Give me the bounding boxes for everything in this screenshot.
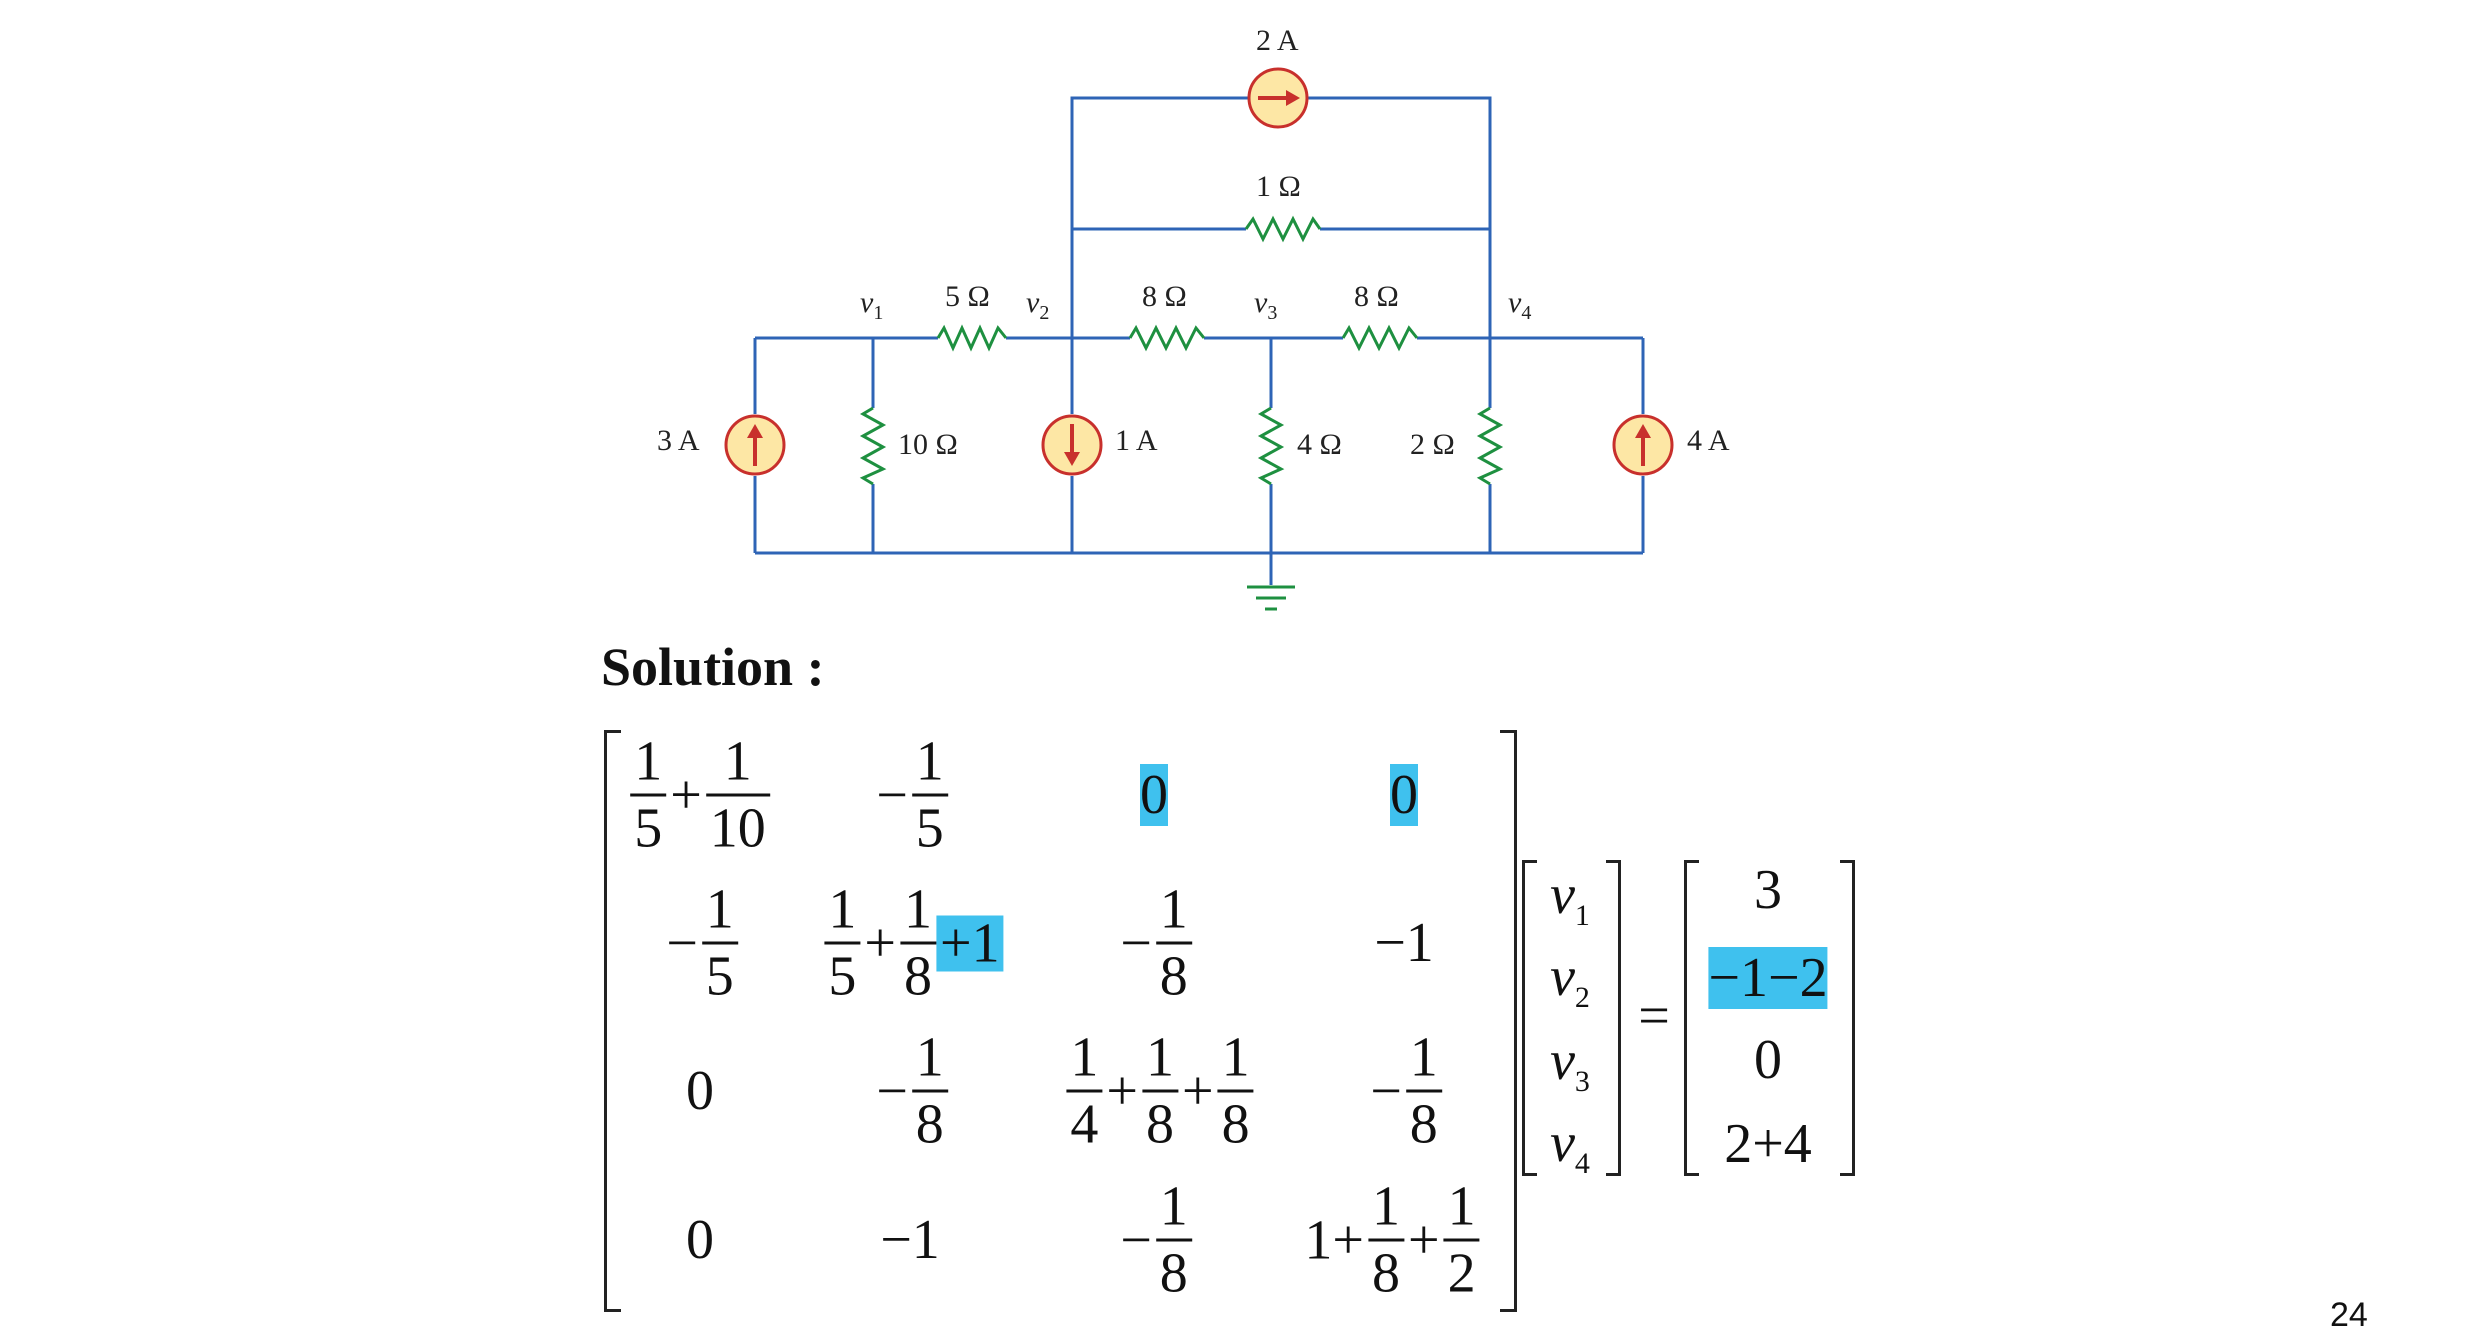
resistors (859, 215, 1504, 486)
page-number: 24 (2330, 1296, 2368, 1334)
resistor-2ohm (1476, 406, 1504, 486)
unknown-v3: v3 (1550, 1029, 1590, 1099)
unknowns-left-bracket (1522, 860, 1537, 1176)
node-label-v3: v3 (1254, 286, 1278, 324)
matrix-right-bracket (1500, 730, 1517, 1312)
label-resistor-4ohm: 4 Ω (1297, 428, 1342, 461)
label-source-1a: 1 A (1115, 424, 1158, 457)
highlight-mark: 0 (1390, 764, 1418, 826)
resistor-5ohm (936, 324, 1008, 352)
node-label-v2: v2 (1026, 286, 1050, 324)
node-label-v4: v4 (1508, 286, 1532, 324)
rhs-3: 0 (1754, 1029, 1782, 1091)
matrix-left-bracket (604, 730, 621, 1312)
label-resistor-2ohm: 2 Ω (1410, 428, 1455, 461)
ground-symbol (1247, 585, 1295, 611)
unknown-v1: v1 (1550, 863, 1590, 933)
arrow-right-icon (1286, 90, 1300, 106)
unknown-v2: v2 (1550, 945, 1590, 1015)
circuit-diagram (724, 67, 1674, 611)
label-source-2a: 2 A (1256, 24, 1299, 57)
label-resistor-1ohm: 1 Ω (1256, 170, 1301, 203)
matrix-r3c1: 0 (686, 1060, 714, 1122)
current-source-1a (1041, 414, 1103, 476)
label-resistor-8ohm-left: 8 Ω (1142, 280, 1187, 313)
unknowns-right-bracket (1606, 860, 1621, 1176)
rhs-left-bracket (1684, 860, 1699, 1176)
highlight-mark: +1 (936, 915, 1004, 971)
current-source-2a (1247, 67, 1309, 129)
equals-sign: = (1638, 985, 1670, 1047)
matrix-r4c1: 0 (686, 1209, 714, 1271)
rhs-2: −1−2 (1708, 946, 1828, 1010)
current-source-4a (1612, 414, 1674, 476)
rhs-1: 3 (1754, 859, 1782, 921)
matrix-r1c3: 0 (1140, 764, 1168, 826)
resistor-4ohm (1257, 406, 1285, 486)
label-source-3a: 3 A (657, 424, 700, 457)
highlight-mark: 0 (1140, 764, 1168, 826)
matrix-r1c4: 0 (1390, 764, 1418, 826)
highlight-mark: −1−2 (1708, 947, 1828, 1009)
resistor-10ohm (859, 406, 887, 486)
rhs-right-bracket (1840, 860, 1855, 1176)
wires (753, 96, 1645, 585)
arrow-up-icon (1635, 424, 1651, 438)
resistor-8ohm-right (1341, 324, 1419, 352)
label-resistor-8ohm-right: 8 Ω (1354, 280, 1399, 313)
arrow-up-icon (747, 424, 763, 438)
rhs-4: 2+4 (1724, 1113, 1812, 1175)
current-source-3a (724, 414, 786, 476)
solution-title: Solution : (601, 637, 825, 697)
resistor-8ohm-left (1128, 324, 1206, 352)
resistor-1ohm (1244, 215, 1322, 243)
arrow-down-icon (1064, 452, 1080, 466)
matrix-r4c2: −1 (880, 1209, 940, 1271)
matrix-r2c4: −1 (1374, 912, 1434, 974)
label-resistor-5ohm: 5 Ω (945, 280, 990, 313)
unknown-v4: v4 (1550, 1111, 1590, 1181)
label-source-4a: 4 A (1687, 424, 1730, 457)
node-label-v1: v1 (860, 286, 884, 324)
label-resistor-10ohm: 10 Ω (898, 428, 958, 461)
